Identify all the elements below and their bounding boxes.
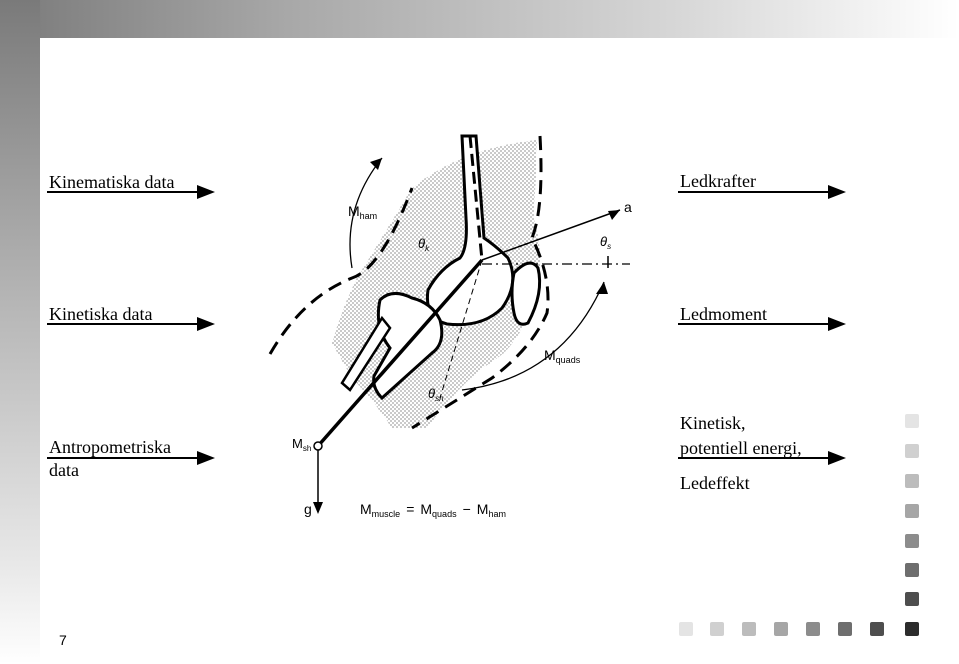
decorative-square: [905, 474, 922, 491]
input-label-kinematic: Kinematiska data: [49, 172, 175, 192]
decorative-square: [679, 622, 696, 639]
input-label-anthropometric-line2: data: [49, 460, 79, 480]
theta-s-label: θs: [600, 234, 611, 251]
m-quads-label: Mquads: [544, 347, 581, 365]
output-arrow-joint-forces: [678, 185, 846, 199]
left-gradient-band: [0, 0, 40, 664]
m-ham-label: Mham: [348, 203, 377, 221]
shank-axis: [316, 258, 484, 448]
output-label-energy-line1: Kinetisk,: [680, 413, 746, 433]
decorative-square: [710, 622, 727, 639]
decorative-square: [905, 563, 922, 580]
axis-a-label: a: [624, 199, 632, 215]
m-quads-arrowhead: [596, 282, 608, 294]
input-label-anthropometric: Antropometriska: [49, 437, 171, 457]
m-ham-arrowhead: [370, 158, 382, 170]
m-ham-arc: [349, 157, 383, 269]
decorative-square: [905, 622, 922, 639]
patella-bone: [510, 261, 542, 326]
input-arrow-kinematic: [47, 185, 215, 199]
output-label-joint-moments: Ledmoment: [680, 304, 767, 324]
decorative-square: [870, 622, 887, 639]
gravity-label: g: [304, 501, 312, 517]
output-arrow-joint-moments: [678, 317, 846, 331]
m-sh-label: Msh: [292, 436, 311, 453]
decorative-square: [774, 622, 791, 639]
axis-a-line: [481, 209, 621, 261]
m-sh-point: [313, 441, 323, 451]
output-label-joint-forces: Ledkrafter: [680, 171, 756, 191]
decorative-square: [905, 534, 922, 551]
top-gradient-band: [0, 0, 959, 38]
page-number: 7: [59, 632, 67, 648]
skin-contour-anterior: [411, 135, 550, 430]
decorative-square: [838, 622, 855, 639]
input-label-kinetic: Kinetiska data: [49, 304, 153, 324]
fibula-bone: [340, 315, 392, 392]
output-arrow-energy: [678, 451, 846, 465]
input-arrow-kinetic: [47, 317, 215, 331]
output-label-energy-line2: potentiell energi,: [680, 438, 802, 458]
theta-k-label: θk: [418, 236, 430, 253]
thigh-axis: [468, 135, 484, 261]
theta-sh-label: θsh: [428, 386, 444, 403]
decorative-square: [905, 592, 922, 609]
skin-contour-posterior: [268, 187, 414, 355]
input-arrow-anthropometric: [47, 451, 215, 465]
output-label-energy-line3: Ledeffekt: [680, 473, 750, 493]
gravity-arrowhead: [313, 502, 323, 514]
femur-bone: [425, 134, 515, 327]
vertical-reference-line: [439, 259, 483, 399]
decorative-square: [742, 622, 759, 639]
decorative-square: [905, 444, 922, 461]
knee-joint-diagram: a Mham Mquads θk θs θsh Msh g Mmuscle=Mq…: [268, 134, 632, 519]
muscle-moment-equation: Mmuscle=Mquads−Mham: [360, 501, 506, 519]
axis-a-arrowhead: [608, 210, 620, 220]
decorative-square: [905, 504, 922, 521]
decorative-square: [806, 622, 823, 639]
decorative-square: [905, 414, 922, 431]
m-quads-arc: [461, 281, 605, 391]
